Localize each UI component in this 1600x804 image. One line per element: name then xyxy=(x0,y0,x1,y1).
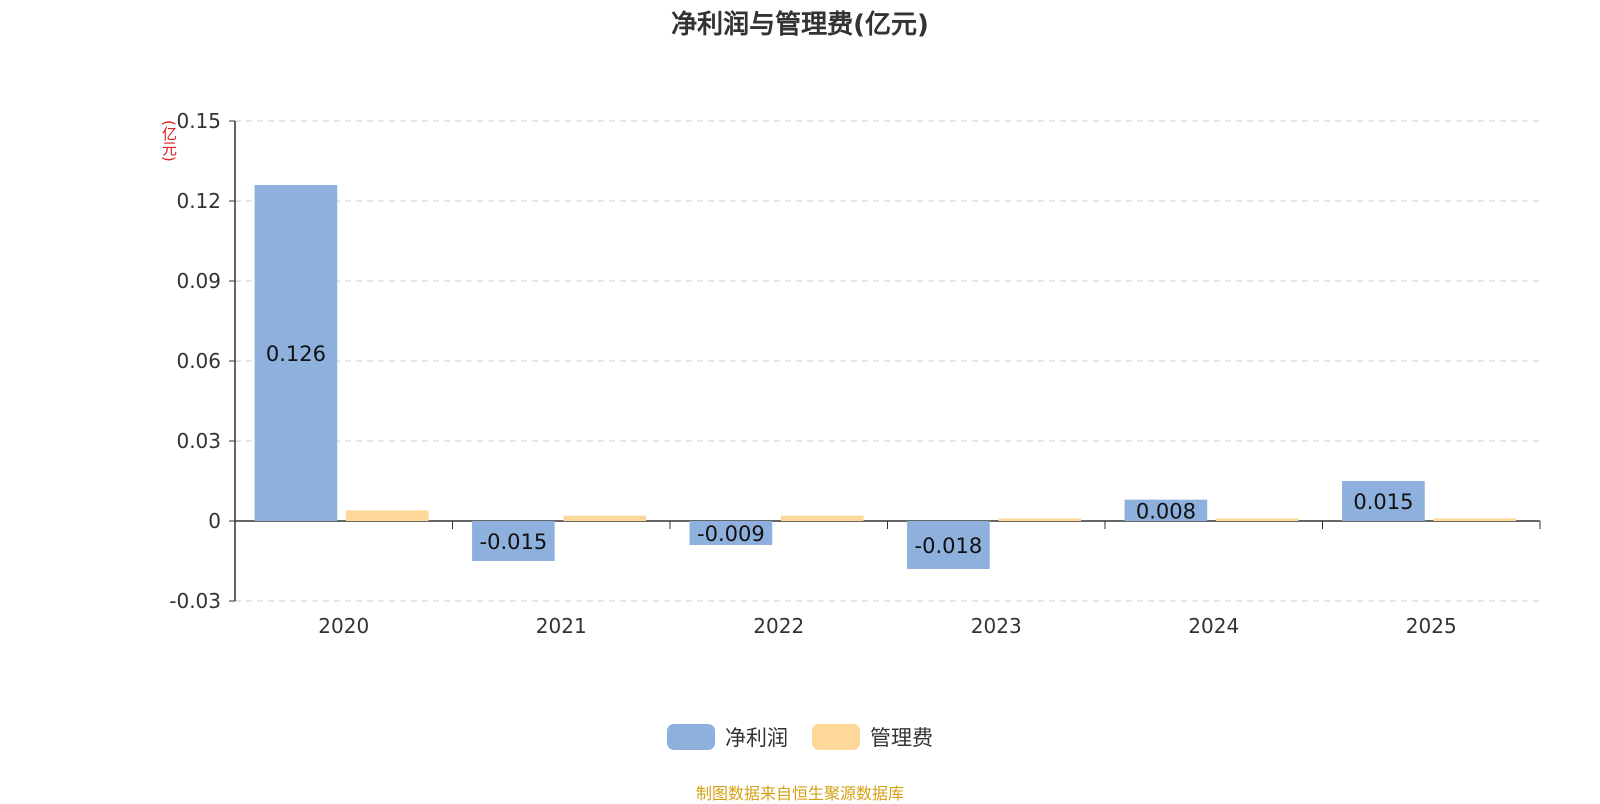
x-tick-label: 2020 xyxy=(318,614,369,638)
data-label: 0.015 xyxy=(1353,490,1413,514)
bar-admin-expense xyxy=(780,515,864,521)
bar-admin-expense xyxy=(345,510,429,521)
data-label: 0.126 xyxy=(266,342,326,366)
bar-net-profit xyxy=(472,521,555,561)
legend: 净利润 管理费 xyxy=(0,722,1600,752)
legend-label-admin-expense: 管理费 xyxy=(870,726,933,750)
y-tick-label: 0.15 xyxy=(176,109,221,133)
legend-label-net-profit: 净利润 xyxy=(725,726,788,750)
data-label: -0.009 xyxy=(697,522,765,546)
legend-swatch-net-profit xyxy=(667,724,715,750)
source-note: 制图数据来自恒生聚源数据库 xyxy=(695,784,904,803)
x-tick-label: 2021 xyxy=(536,614,587,638)
legend-swatch-admin-expense xyxy=(812,724,860,750)
y-tick-label: 0.12 xyxy=(176,189,221,213)
y-tick-label: 0.06 xyxy=(176,349,221,373)
legend-item-admin-expense[interactable]: 管理费 xyxy=(812,722,933,752)
data-label: -0.018 xyxy=(915,534,983,558)
x-tick-label: 2025 xyxy=(1406,614,1457,638)
x-tick-label: 2023 xyxy=(971,614,1022,638)
x-tick-label: 2022 xyxy=(753,614,804,638)
legend-item-net-profit[interactable]: 净利润 xyxy=(667,722,788,752)
x-tick-label: 2024 xyxy=(1188,614,1239,638)
bar-admin-expense xyxy=(1215,518,1299,521)
y-tick-label: 0 xyxy=(208,509,221,533)
chart-title: 净利润与管理费(亿元) xyxy=(671,10,929,40)
bar-admin-expense xyxy=(563,515,647,521)
bar-net-profit xyxy=(1124,499,1208,521)
y-axis-unit-label: (亿元) xyxy=(160,120,178,162)
data-label: -0.015 xyxy=(480,530,548,554)
y-tick-label: -0.03 xyxy=(169,589,221,613)
data-label: 0.008 xyxy=(1136,499,1196,523)
y-tick-label: 0.03 xyxy=(176,429,221,453)
y-tick-label: 0.09 xyxy=(176,269,221,293)
bar-net-profit xyxy=(254,185,338,521)
bar-net-profit xyxy=(689,521,773,545)
bar-net-profit xyxy=(1342,481,1425,521)
bar-net-profit xyxy=(907,521,990,569)
bar-admin-expense xyxy=(1433,518,1517,521)
bar-admin-expense xyxy=(998,518,1082,521)
